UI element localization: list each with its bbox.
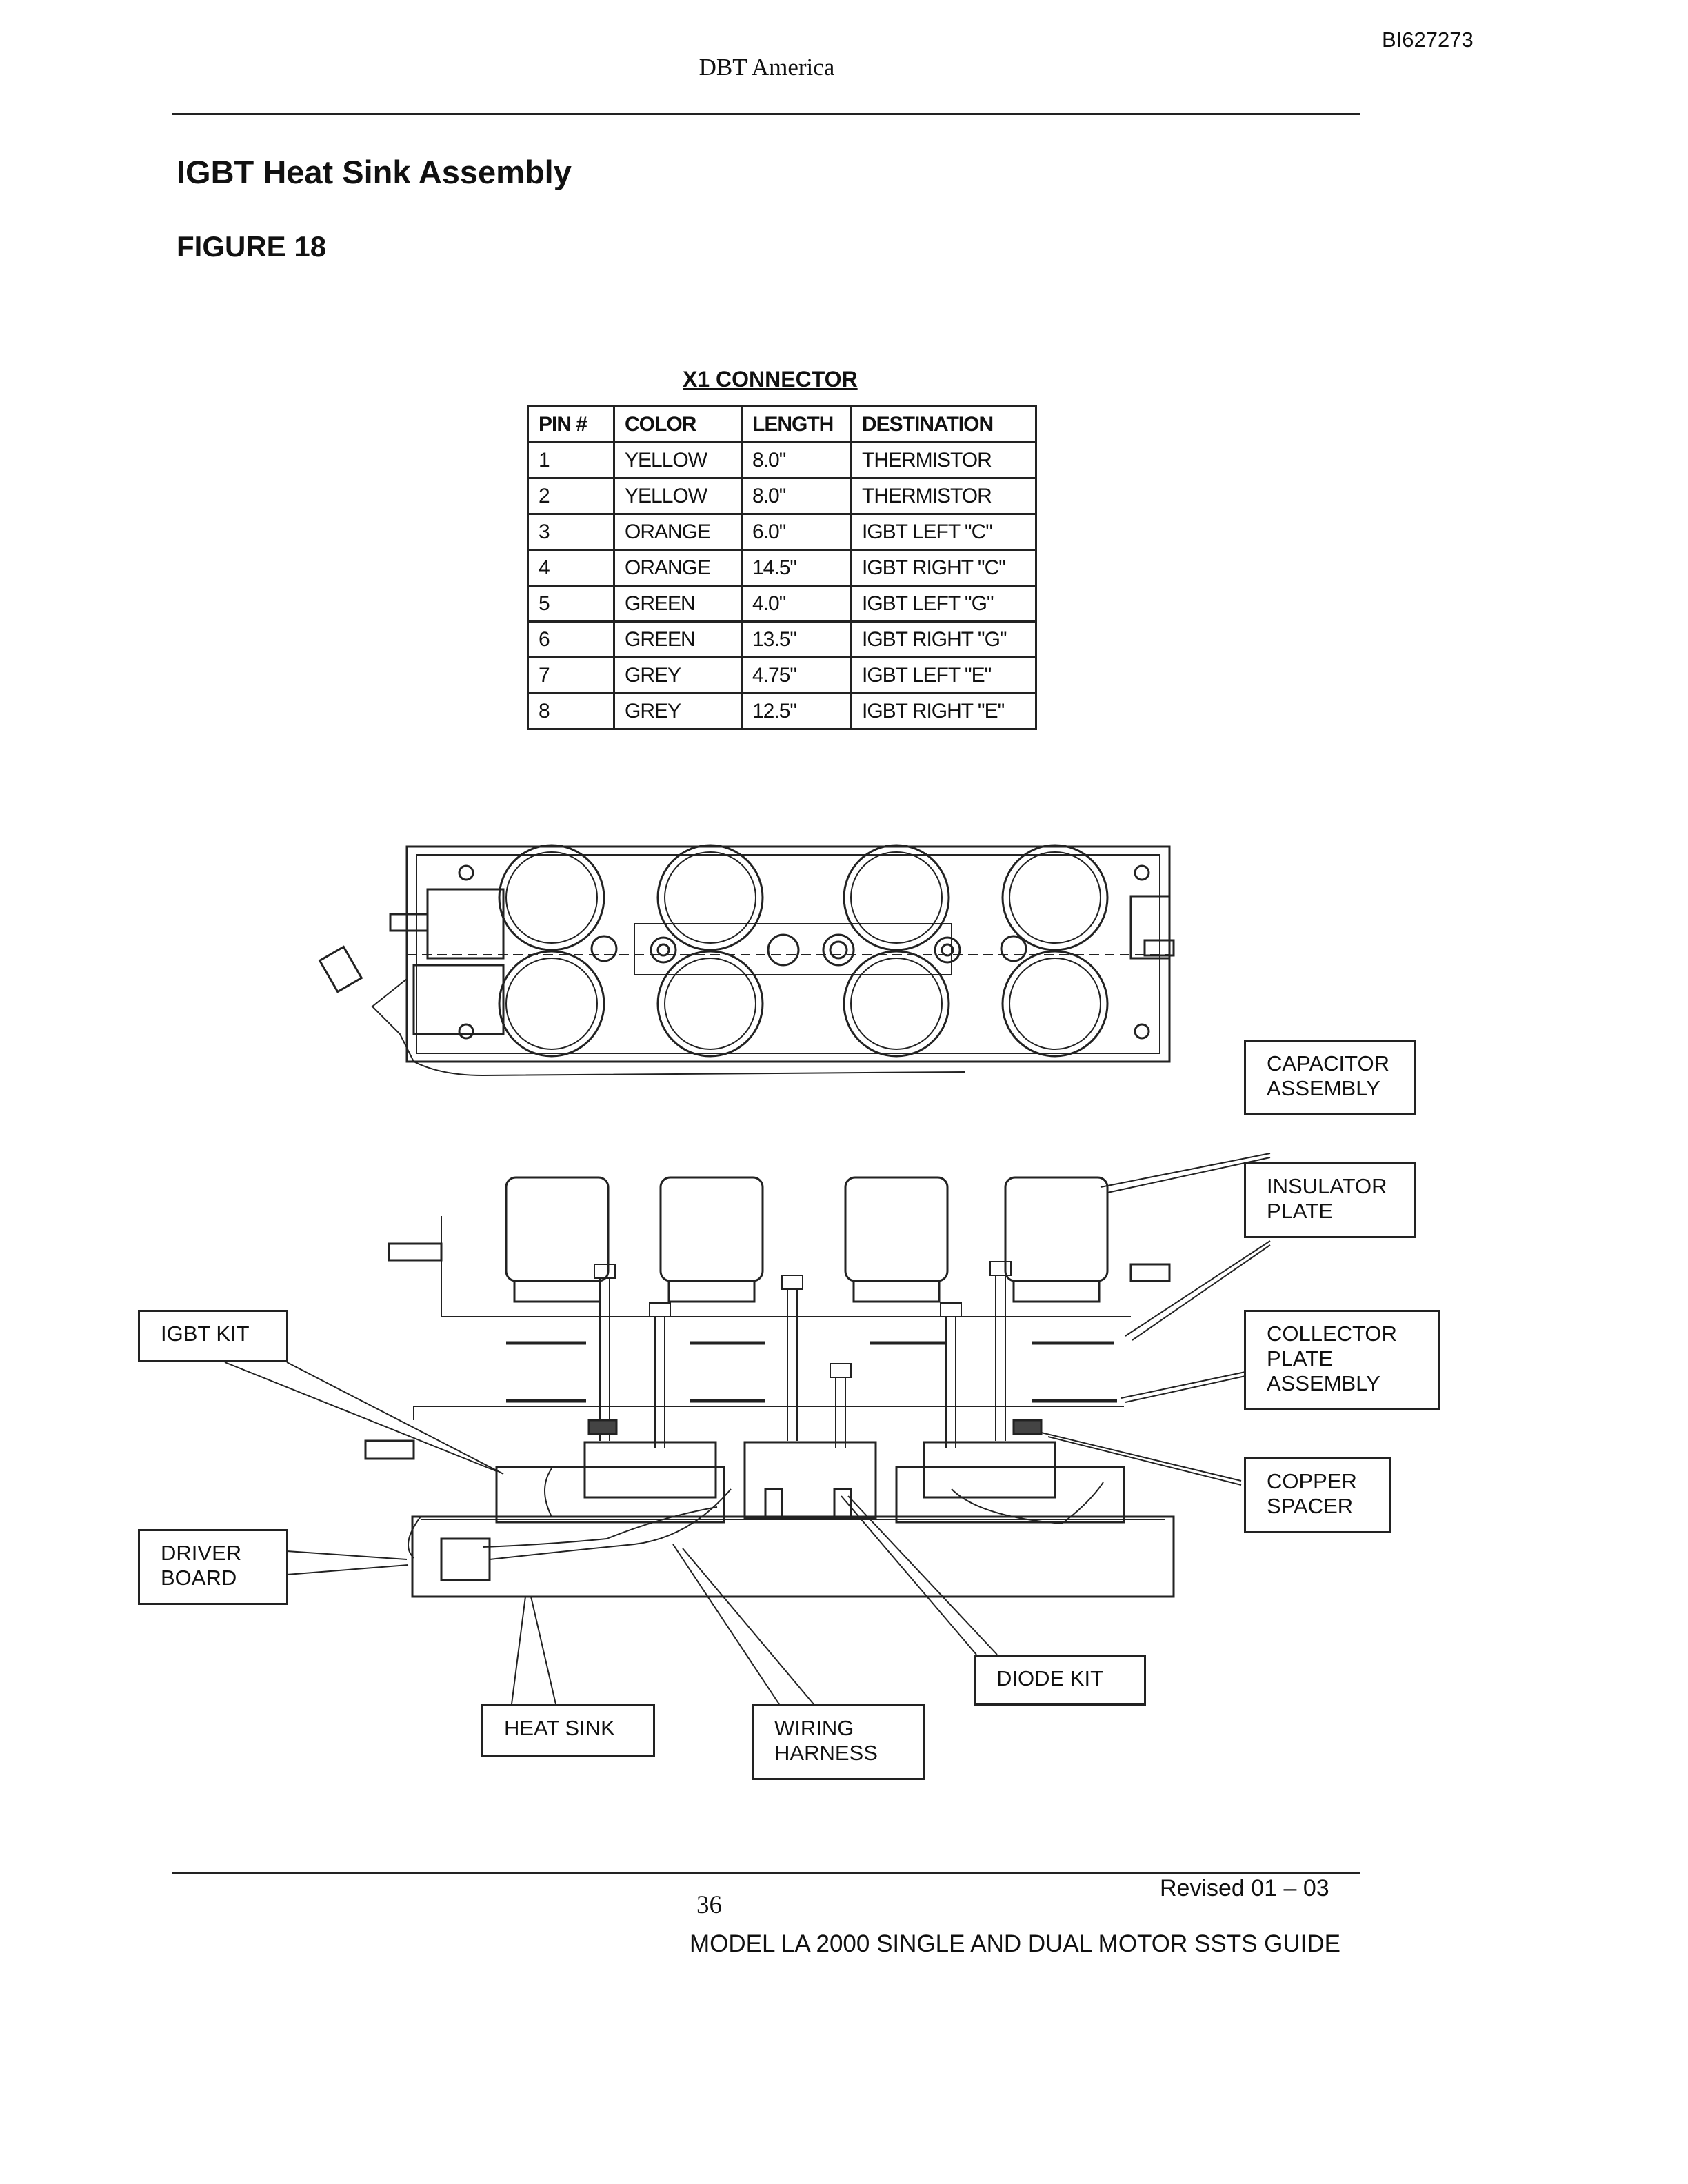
callout-capacitor-assembly: CAPACITOR ASSEMBLY [1244,1040,1416,1115]
mounting-bolts [594,1261,1012,1448]
header-rule [172,113,1360,115]
callout-label: PLATE [1267,1199,1333,1223]
pin-cell: 4 [527,549,615,587]
pin-cell: 1 [527,441,615,479]
pin-cell: 3 [527,513,615,551]
destination-cell: IGBT LEFT "E" [850,656,1037,694]
color-cell: YELLOW [613,477,743,515]
callout-label: DIODE KIT [996,1666,1104,1690]
company-name: DBT America [699,54,835,81]
callout-heat-sink: HEAT SINK [481,1704,655,1757]
color-cell: ORANGE [613,513,743,551]
length-cell: 13.5" [741,620,852,658]
color-cell: GREEN [613,585,743,623]
destination-cell: IGBT RIGHT "E" [850,692,1037,730]
callout-label: BOARD [161,1566,237,1590]
destination-cell: THERMISTOR [850,441,1037,479]
callout-label: SPACER [1267,1494,1354,1518]
table-row: 7 GREY 4.75" IGBT LEFT "E" [527,656,1037,694]
wiring-harness [482,1468,1104,1560]
connector-table: PIN # COLOR LENGTH DESTINATION 1 YELLOW … [527,405,1037,730]
callout-insulator-plate: INSULATOR PLATE [1244,1162,1416,1238]
capacitor-assembly-top-view [318,844,1175,1077]
length-cell: 8.0" [741,441,852,479]
callout-igbt-kit: IGBT KIT [138,1310,288,1362]
diode-kit [743,1441,877,1519]
callout-wiring-harness: WIRING HARNESS [752,1704,925,1780]
length-cell: 14.5" [741,549,852,587]
color-cell: GREEN [613,620,743,658]
callout-driver-board: DRIVER BOARD [138,1529,288,1605]
leader-lines [224,1153,1271,1705]
guide-title: MODEL LA 2000 SINGLE AND DUAL MOTOR SSTS… [690,1930,1340,1957]
callout-label: INSULATOR [1267,1174,1387,1198]
column-header: DESTINATION [850,405,1037,443]
destination-cell: THERMISTOR [850,477,1037,515]
table-row: 5 GREEN 4.0" IGBT LEFT "G" [527,585,1037,623]
callout-label: PLATE [1267,1346,1333,1371]
connector-table-title: X1 CONNECTOR [683,367,858,392]
pin-cell: 2 [527,477,615,515]
pin-cell: 6 [527,620,615,658]
length-cell: 6.0" [741,513,852,551]
callout-label: COLLECTOR [1267,1322,1397,1346]
section-title: IGBT Heat Sink Assembly [177,154,572,190]
igbt-kit [495,1441,1125,1524]
callout-label: CAPACITOR [1267,1051,1389,1075]
pin-cell: 5 [527,585,615,623]
footer-rule [172,1872,1360,1874]
copper-spacer [587,1419,1043,1435]
callout-diode-kit: DIODE KIT [974,1655,1146,1706]
document-id: BI627273 [1382,28,1474,52]
page-number: 36 [696,1891,722,1919]
length-cell: 4.75" [741,656,852,694]
driver-board [408,1516,491,1581]
table-row: 4 ORANGE 14.5" IGBT RIGHT "C" [527,549,1037,587]
table-row: 3 ORANGE 6.0" IGBT LEFT "C" [527,513,1037,551]
callout-collector-plate-assembly: COLLECTOR PLATE ASSEMBLY [1244,1310,1440,1410]
color-cell: GREY [613,692,743,730]
callout-label: ASSEMBLY [1267,1076,1380,1100]
revision-date: Revised 01 – 03 [1160,1875,1329,1901]
pin-cell: 7 [527,656,615,694]
callout-label: WIRING [774,1716,854,1740]
table-row: 2 YELLOW 8.0" THERMISTOR [527,477,1037,515]
length-cell: 8.0" [741,477,852,515]
column-header: LENGTH [741,405,852,443]
column-header: PIN # [527,405,615,443]
collector-plate-assembly [364,1399,1124,1460]
table-header-row: PIN # COLOR LENGTH DESTINATION [527,405,1037,443]
color-cell: GREY [613,656,743,694]
column-header: COLOR [613,405,743,443]
callout-label: HARNESS [774,1741,878,1765]
destination-cell: IGBT RIGHT "C" [850,549,1037,587]
callout-label: ASSEMBLY [1267,1371,1380,1395]
length-cell: 12.5" [741,692,852,730]
callout-label: IGBT KIT [161,1322,250,1346]
table-row: 6 GREEN 13.5" IGBT RIGHT "G" [527,620,1037,658]
callout-label: HEAT SINK [504,1716,615,1740]
callout-label: COPPER [1267,1469,1357,1493]
figure-label: FIGURE 18 [177,230,327,263]
destination-cell: IGBT LEFT "G" [850,585,1037,623]
table-row: 1 YELLOW 8.0" THERMISTOR [527,441,1037,479]
callout-copper-spacer: COPPER SPACER [1244,1457,1391,1533]
destination-cell: IGBT RIGHT "G" [850,620,1037,658]
color-cell: ORANGE [613,549,743,587]
destination-cell: IGBT LEFT "C" [850,513,1037,551]
heat-sink [411,1515,1175,1598]
length-cell: 4.0" [741,585,852,623]
capacitor-assembly-side-view [388,1176,1171,1317]
callout-label: DRIVER [161,1541,242,1565]
pin-cell: 8 [527,692,615,730]
color-cell: YELLOW [613,441,743,479]
table-row: 8 GREY 12.5" IGBT RIGHT "E" [527,692,1037,730]
